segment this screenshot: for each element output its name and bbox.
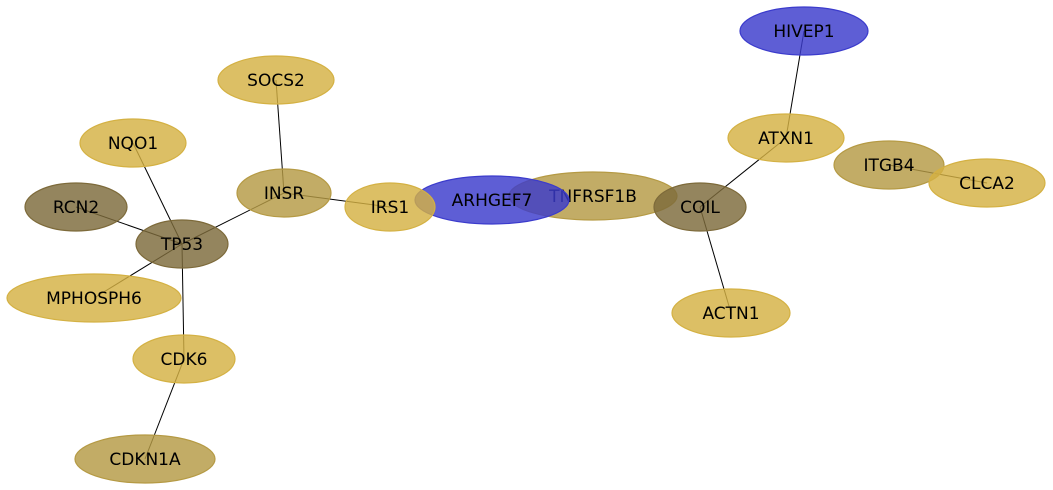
node-ellipse[interactable] xyxy=(217,55,335,105)
node-atxn1[interactable]: ATXN1 xyxy=(727,113,845,163)
node-hivep1[interactable]: HIVEP1 xyxy=(739,6,869,56)
node-mphosph6[interactable]: MPHOSPH6 xyxy=(6,273,182,323)
node-label: CDKN1A xyxy=(109,450,181,470)
node-ellipse[interactable] xyxy=(74,434,216,484)
node-label: MPHOSPH6 xyxy=(46,289,142,309)
node-label: RCN2 xyxy=(53,198,99,218)
node-label: NQO1 xyxy=(108,134,158,154)
node-label: HIVEP1 xyxy=(773,22,834,42)
node-rcn2[interactable]: RCN2 xyxy=(24,182,128,232)
node-ellipse[interactable] xyxy=(833,140,945,190)
node-ellipse[interactable] xyxy=(739,6,869,56)
node-irs1[interactable]: IRS1 xyxy=(344,182,436,232)
node-ellipse[interactable] xyxy=(928,158,1046,208)
node-ellipse[interactable] xyxy=(132,334,236,384)
node-label: CDK6 xyxy=(161,350,208,370)
node-clca2[interactable]: CLCA2 xyxy=(928,158,1046,208)
node-label: INSR xyxy=(264,184,305,204)
node-label: CLCA2 xyxy=(959,174,1015,194)
node-ellipse[interactable] xyxy=(24,182,128,232)
node-label: COIL xyxy=(680,198,720,218)
node-ellipse[interactable] xyxy=(79,118,187,168)
node-label: SOCS2 xyxy=(247,71,305,91)
node-coil[interactable]: COIL xyxy=(653,182,747,232)
node-label: IRS1 xyxy=(371,198,409,218)
node-ellipse[interactable] xyxy=(135,219,229,269)
node-label: ATXN1 xyxy=(758,129,814,149)
node-tp53[interactable]: TP53 xyxy=(135,219,229,269)
node-cdkn1a[interactable]: CDKN1A xyxy=(74,434,216,484)
node-ellipse[interactable] xyxy=(6,273,182,323)
node-actn1[interactable]: ACTN1 xyxy=(671,288,791,338)
node-label: ACTN1 xyxy=(702,304,759,324)
node-ellipse[interactable] xyxy=(671,288,791,338)
node-nqo1[interactable]: NQO1 xyxy=(79,118,187,168)
node-ellipse[interactable] xyxy=(727,113,845,163)
node-cdk6[interactable]: CDK6 xyxy=(132,334,236,384)
node-label: ITGB4 xyxy=(863,156,914,176)
node-insr[interactable]: INSR xyxy=(236,168,332,218)
node-socs2[interactable]: SOCS2 xyxy=(217,55,335,105)
node-ellipse[interactable] xyxy=(344,182,436,232)
node-ellipse[interactable] xyxy=(653,182,747,232)
node-label: TP53 xyxy=(160,235,203,255)
node-arhgef7[interactable]: ARHGEF7 xyxy=(414,175,570,225)
node-label: ARHGEF7 xyxy=(452,191,533,211)
node-ellipse[interactable] xyxy=(236,168,332,218)
node-label: TNFRSF1B xyxy=(548,187,637,207)
node-itgb4[interactable]: ITGB4 xyxy=(833,140,945,190)
